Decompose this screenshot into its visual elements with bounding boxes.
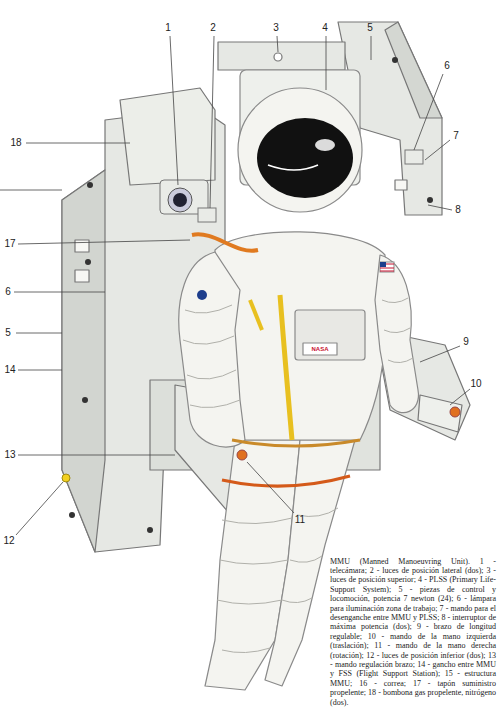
- callout-number: 17: [4, 239, 15, 249]
- callout-number: 2: [210, 23, 216, 33]
- callout-number: 12: [3, 536, 14, 546]
- caption-text: MMU (Manned Manoeuvring Unit). 1 - telec…: [330, 557, 496, 708]
- callout-number: 3: [273, 23, 279, 33]
- callout-number: 5: [367, 23, 373, 33]
- callout-number: 6: [5, 287, 11, 297]
- callout-number: 13: [4, 450, 15, 460]
- callout-number: 14: [4, 365, 15, 375]
- callout-number: 6: [444, 61, 450, 71]
- callout-number: 8: [455, 205, 461, 215]
- callout-number: 9: [463, 337, 469, 347]
- callout-number: 5: [5, 328, 11, 338]
- callout-number: 11: [295, 515, 305, 525]
- callout-number: 1: [165, 23, 171, 33]
- logo-text: NASA: [311, 346, 328, 352]
- callout-number: 18: [10, 138, 21, 148]
- callout-number: 10: [470, 379, 481, 389]
- callout-number: 4: [322, 23, 328, 33]
- callout-number: 7: [453, 131, 459, 141]
